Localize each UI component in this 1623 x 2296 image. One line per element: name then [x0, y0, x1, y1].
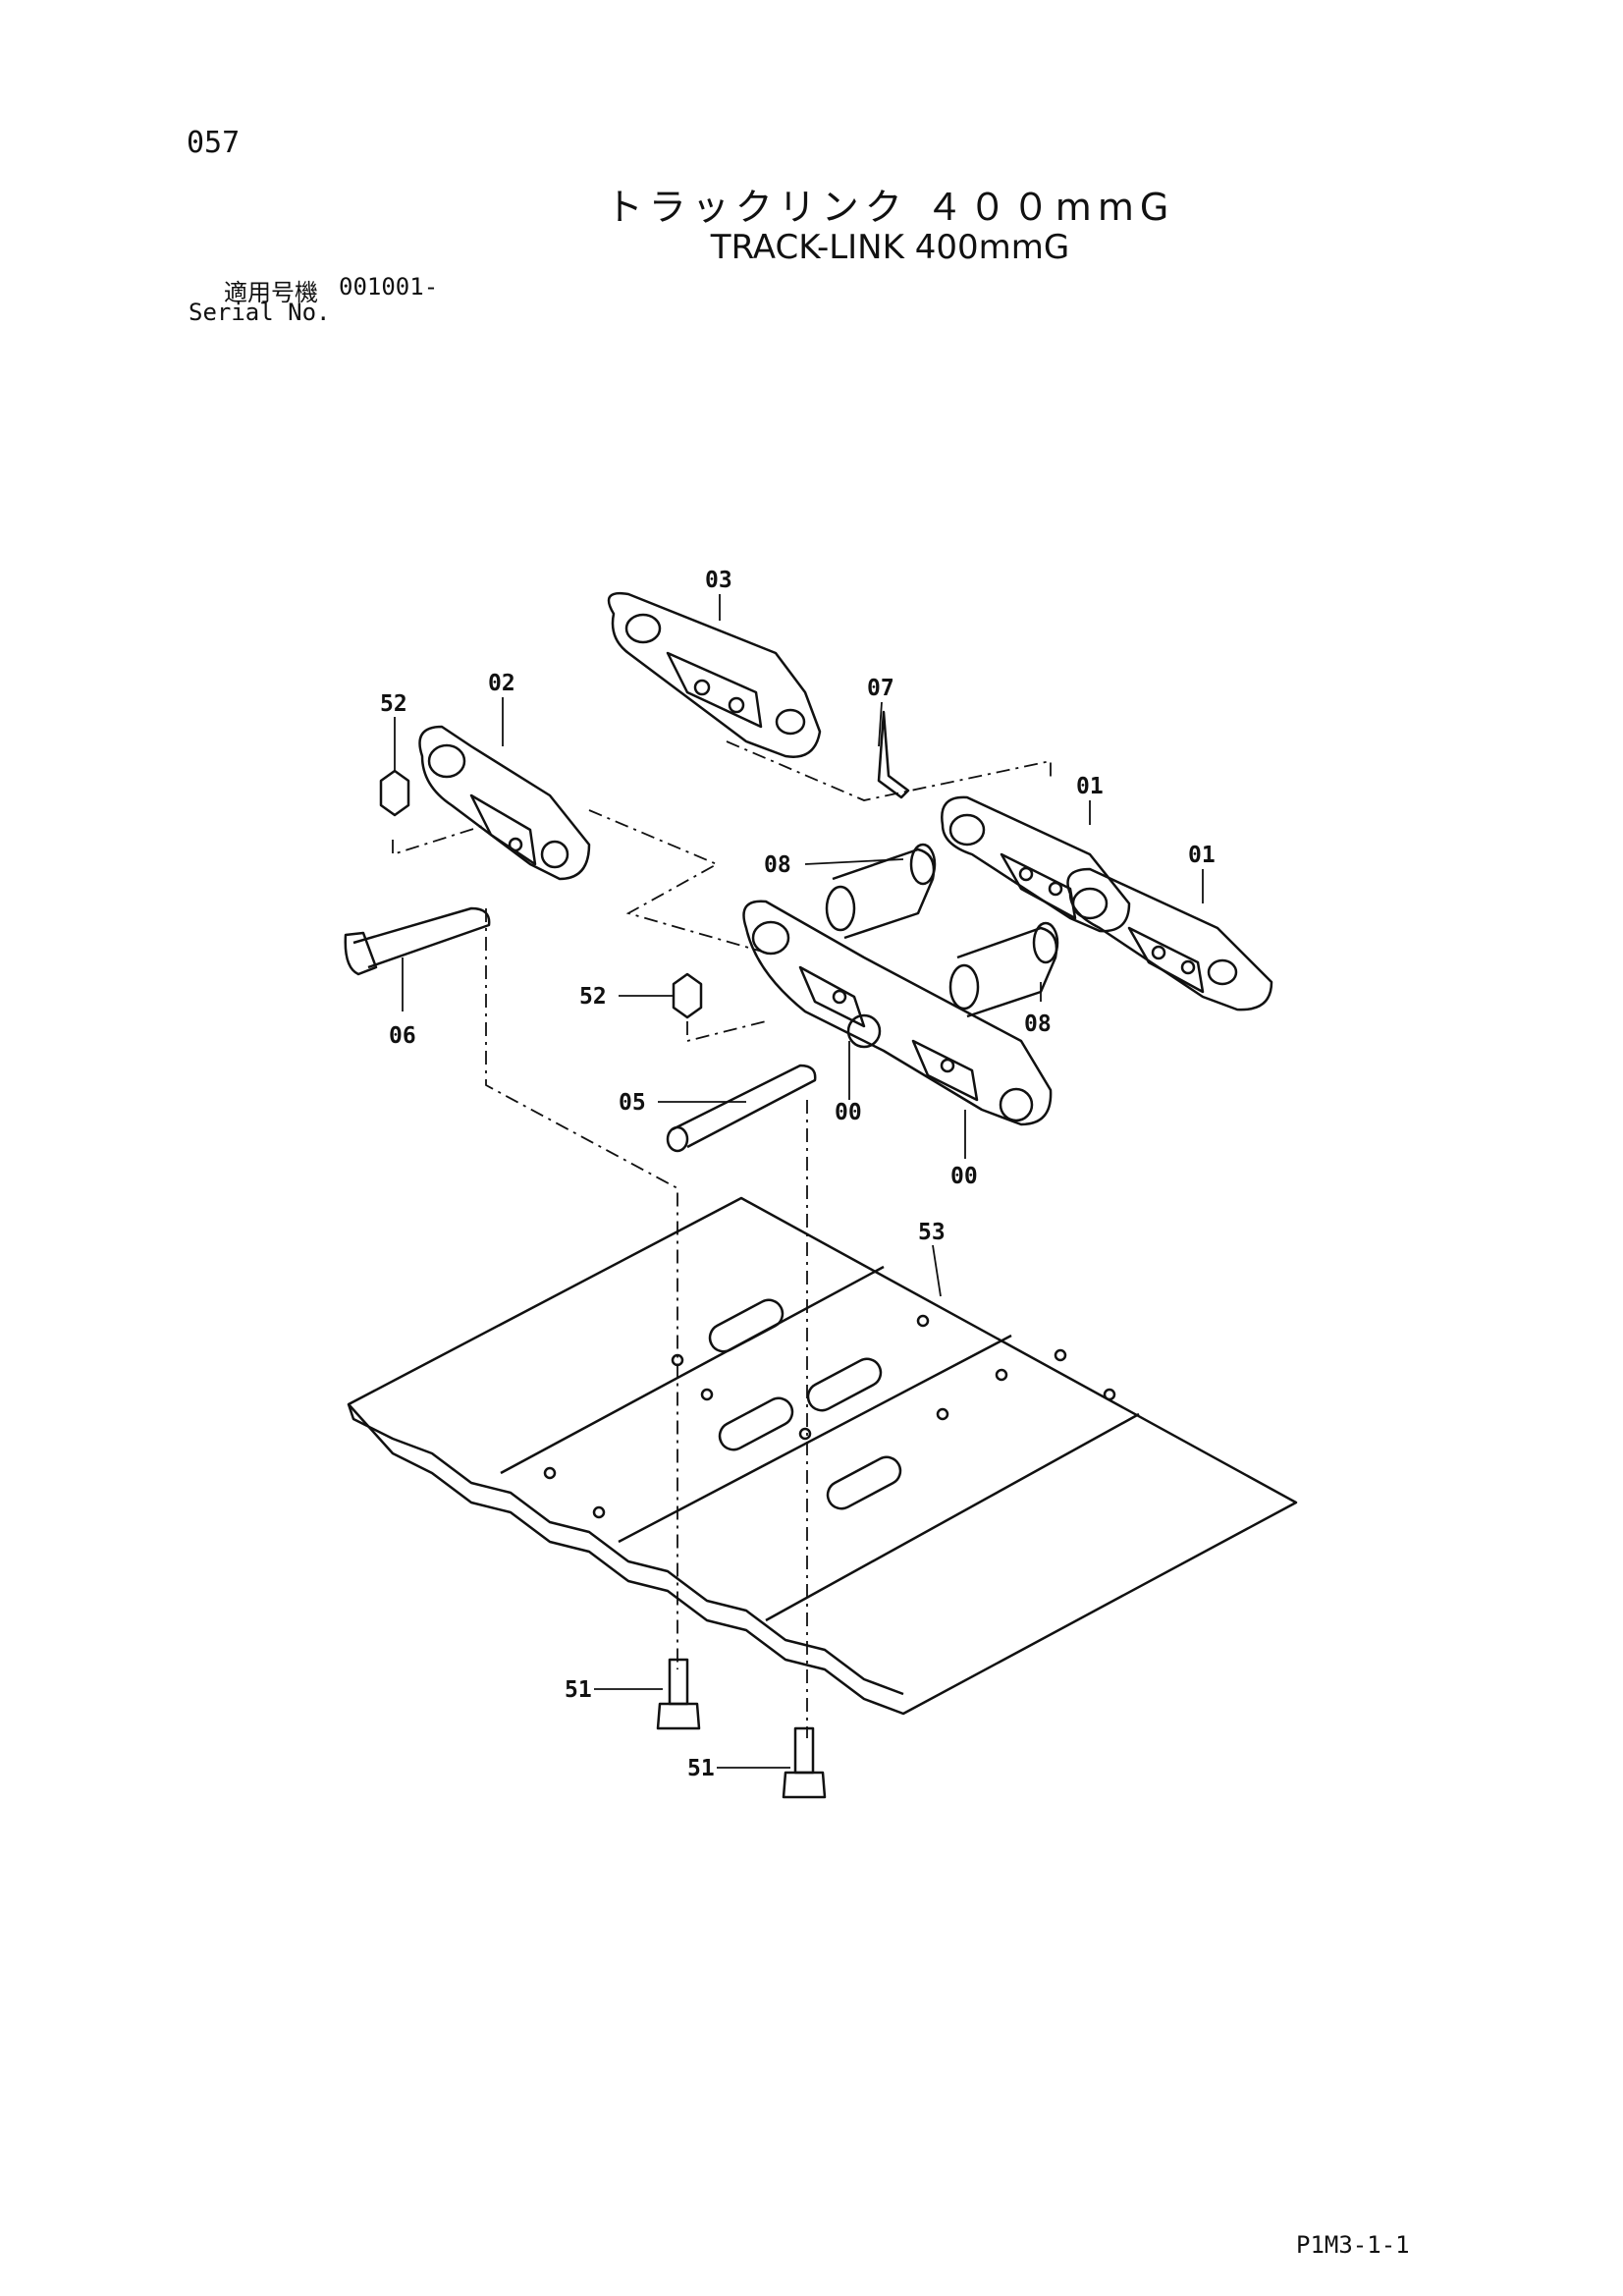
- callout-06: 06: [389, 1023, 416, 1049]
- pin-05-drawing: [666, 1064, 817, 1153]
- callout-08-lower: 08: [1024, 1011, 1052, 1037]
- serial-label-english: Serial No.: [189, 299, 331, 326]
- bushing-08-upper-drawing: [825, 843, 937, 940]
- link-03-drawing: [607, 591, 822, 758]
- callout-08-upper: 08: [764, 852, 791, 878]
- callout-01-upper: 01: [1076, 774, 1104, 799]
- pin-07-drawing: [877, 710, 910, 799]
- callout-00-right: 00: [950, 1164, 978, 1189]
- nut-52-upper-drawing: [379, 769, 410, 817]
- serial-value: 001001-: [339, 273, 439, 301]
- assembly-lines: [392, 740, 1052, 1738]
- leader-lines: [394, 594, 1204, 1769]
- bolt-06-drawing: [344, 906, 491, 976]
- callout-52-lower: 52: [579, 984, 607, 1010]
- title-english: TRACK-LINK 400mmG: [710, 228, 1070, 267]
- callout-52-upper: 52: [380, 691, 407, 717]
- callout-51-left: 51: [565, 1677, 592, 1703]
- callout-00-center: 00: [835, 1100, 862, 1125]
- title-japanese: トラックリンク ４００mmG: [605, 186, 1175, 229]
- nut-52-lower-drawing: [672, 972, 703, 1019]
- link-00-drawing: [742, 900, 1053, 1126]
- link-01-upper-drawing: [941, 795, 1131, 933]
- callout-53: 53: [918, 1220, 946, 1245]
- track-shoe-53-drawing: [347, 1196, 1298, 1716]
- callout-02: 02: [488, 671, 515, 696]
- callout-07: 07: [867, 676, 894, 701]
- callout-03: 03: [705, 568, 732, 593]
- footer-code: P1M3-1-1: [1296, 2231, 1410, 2259]
- callout-01-lower: 01: [1188, 843, 1216, 868]
- link-01-lower-drawing: [1066, 867, 1273, 1011]
- link-02-drawing: [418, 725, 591, 881]
- serial-label-japanese: 適用号機: [224, 279, 318, 306]
- bolt-51-right-drawing: [782, 1726, 827, 1799]
- bushing-08-lower-drawing: [948, 921, 1059, 1018]
- callout-51-right: 51: [687, 1756, 715, 1781]
- page-number: 057: [187, 126, 241, 160]
- callout-05: 05: [619, 1090, 646, 1116]
- bolt-51-left-drawing: [656, 1658, 701, 1730]
